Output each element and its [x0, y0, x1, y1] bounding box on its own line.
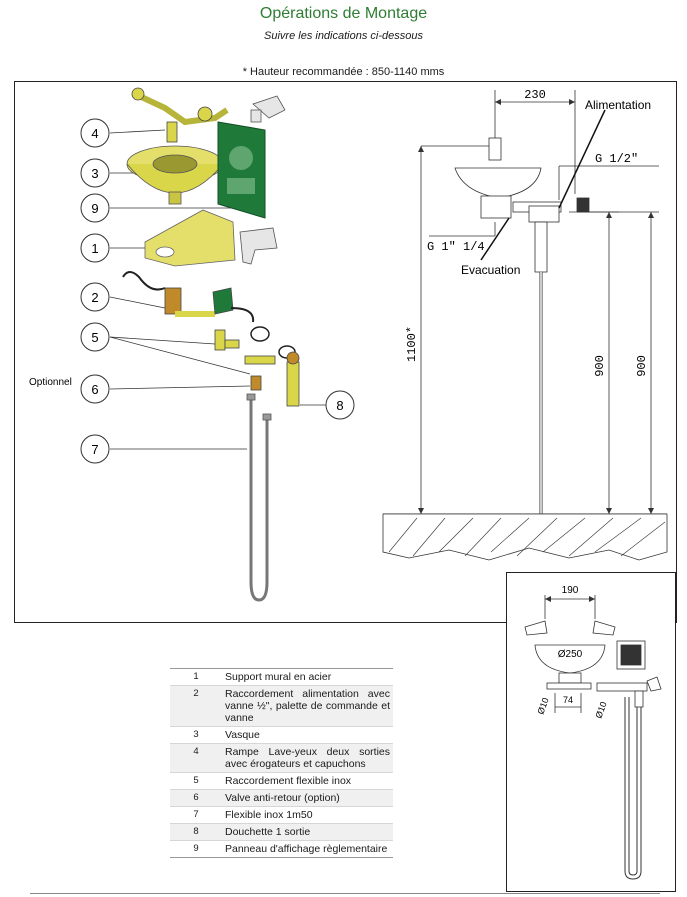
optional-label: Optionnel — [29, 377, 72, 388]
callout-circle — [80, 282, 110, 312]
part-number: 2 — [170, 685, 222, 727]
part-3-basin — [126, 145, 224, 205]
part-4-eyewash-bar — [131, 87, 229, 143]
part-description: Raccordement flexible inox — [222, 772, 393, 790]
part-8-hand-shower — [286, 351, 300, 407]
part-number: 5 — [170, 772, 222, 790]
part-5-flexible-connections — [214, 326, 296, 365]
table-row: 5 Raccordement flexible inox — [170, 772, 393, 790]
hole-left-dia: Ø10 — [535, 696, 550, 715]
part-number: 4 — [170, 743, 222, 773]
callout-3: 3 — [91, 166, 98, 181]
table-row: 8 Douchette 1 sortie — [170, 823, 393, 841]
part-description: Flexible inox 1m50 — [222, 806, 393, 824]
part-description: Douchette 1 sortie — [222, 823, 393, 841]
table-row: 9 Panneau d'affichage règlementaire — [170, 840, 393, 858]
callout-circle — [80, 322, 110, 352]
callout-circle — [80, 374, 110, 404]
supply-label: Alimentation — [585, 98, 651, 112]
hole-right-dia: Ø10 — [593, 700, 608, 719]
callout-circle — [80, 193, 110, 223]
dim-190: 190 — [562, 585, 579, 596]
table-row: 1 Support mural en acier — [170, 668, 393, 686]
top-view-drawing: 190 Ø250 74 Ø10 Ø10 — [524, 585, 662, 880]
table-row: 6 Valve anti-retour (option) — [170, 789, 393, 807]
dim-230: 230 — [524, 88, 546, 102]
dim-900-a: 900 — [593, 355, 607, 377]
valve-detail-icon — [250, 95, 286, 123]
exploded-view-drawing: 4 3 9 1 2 5 6 7 8 Optionnel — [29, 87, 355, 602]
part-description: Vasque — [222, 726, 393, 744]
callout-circle — [80, 118, 110, 148]
dim-74: 74 — [563, 695, 573, 705]
part-description: Support mural en acier — [222, 668, 393, 686]
dimension-drawing: 230 Alimentation G 1/2" G 1" 1/4 Evacuat… — [382, 88, 668, 561]
drain-label: Evacuation — [461, 263, 520, 277]
table-row: 4 Rampe Lave-yeux deux sorties avec érog… — [170, 743, 393, 773]
exploded-view-panel: 4 3 9 1 2 5 6 7 8 Optionnel — [14, 81, 371, 623]
callout-8: 8 — [336, 398, 343, 413]
part-number: 8 — [170, 823, 222, 841]
table-row: 7 Flexible inox 1m50 — [170, 806, 393, 824]
callout-circle — [325, 390, 355, 420]
part-2-supply-connection — [122, 271, 255, 323]
part-number: 6 — [170, 789, 222, 807]
callout-5: 5 — [91, 330, 98, 345]
thread-g-half: G 1/2" — [595, 152, 638, 166]
part-description: Rampe Lave-yeux deux sorties avec érogat… — [222, 743, 393, 773]
dim-1100: 1100* — [405, 326, 419, 362]
callout-circle — [80, 434, 110, 464]
callout-circle — [80, 233, 110, 263]
callout-7: 7 — [91, 442, 98, 457]
page-title: Opérations de Montage — [259, 5, 428, 22]
callout-2: 2 — [91, 290, 98, 305]
part-number: 9 — [170, 840, 222, 858]
footer-divider — [30, 893, 660, 894]
part-1-wall-bracket — [144, 209, 236, 267]
recommended-height-note: * Hauteur recommandée : 850-1140 mms — [242, 66, 445, 78]
part-number: 1 — [170, 668, 222, 686]
top-view-panel: 190 Ø250 74 Ø10 Ø10 — [506, 572, 676, 892]
dim-900-b: 900 — [635, 355, 649, 377]
callout-4: 4 — [91, 126, 98, 141]
callout-6: 6 — [91, 382, 98, 397]
parts-list-table: 1 Support mural en acier 2 Raccordement … — [170, 668, 393, 858]
part-9-sign-panel — [217, 121, 266, 219]
part-description: Panneau d'affichage règlementaire — [222, 840, 393, 858]
part-description: Valve anti-retour (option) — [222, 789, 393, 807]
page-subtitle: Suivre les indications ci-dessous — [264, 30, 423, 42]
callout-circle — [80, 158, 110, 188]
part-number: 3 — [170, 726, 222, 744]
floor-hatching — [382, 513, 668, 561]
part-number: 7 — [170, 806, 222, 824]
part-7-flexible-hose — [246, 393, 272, 602]
dimension-drawing-panel: 230 Alimentation G 1/2" G 1" 1/4 Evacuat… — [369, 81, 677, 623]
hand-valve-icon — [239, 227, 278, 265]
table-row: 3 Vasque — [170, 726, 393, 744]
part-6-check-valve — [250, 375, 262, 391]
thread-g-1-1-4: G 1" 1/4 — [427, 240, 485, 254]
callout-9: 9 — [91, 201, 98, 216]
callout-1: 1 — [91, 241, 98, 256]
dim-250: Ø250 — [558, 649, 583, 660]
part-description: Raccordement alimentation avec vanne ½",… — [222, 685, 393, 727]
table-row: 2 Raccordement alimentation avec vanne ½… — [170, 685, 393, 727]
